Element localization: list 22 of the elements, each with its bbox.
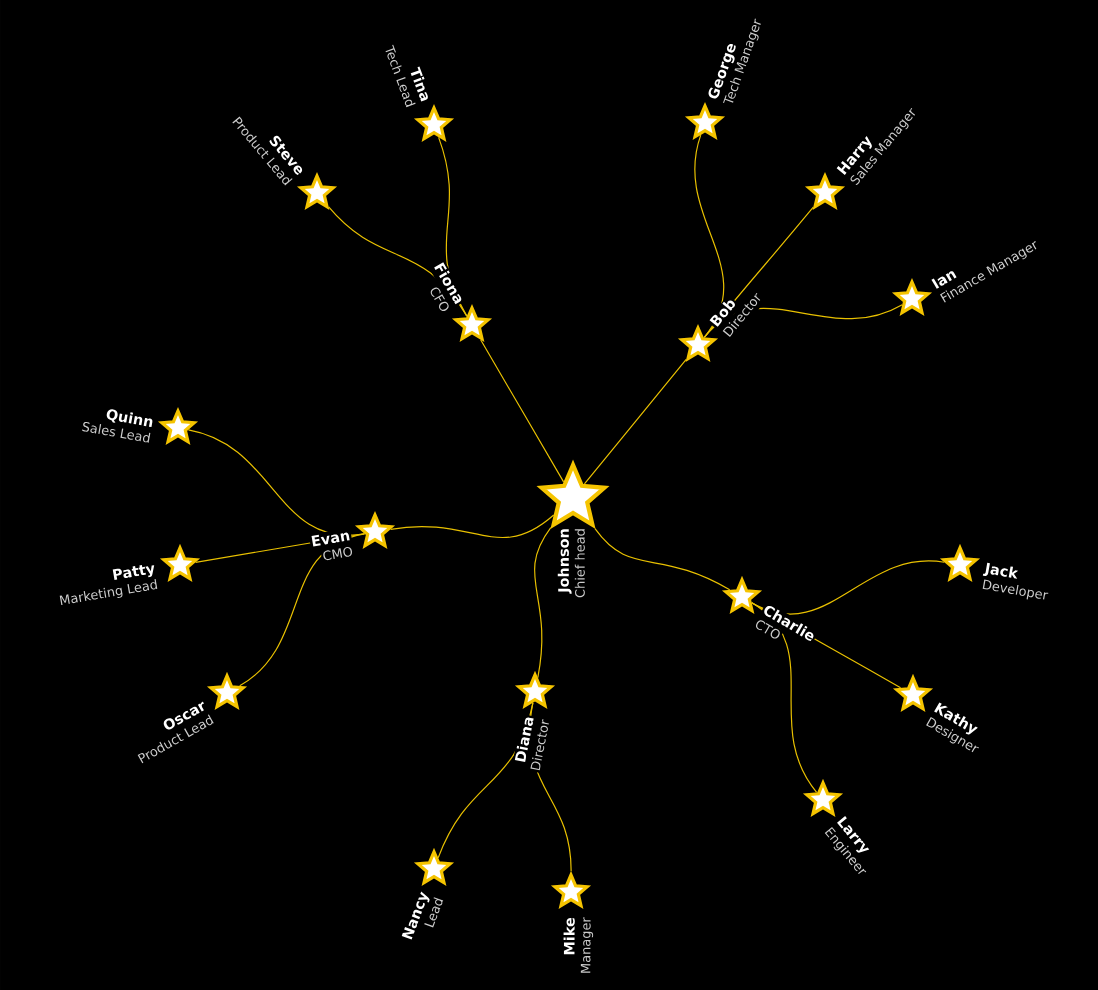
connector-line	[751, 602, 818, 793]
connector-line	[437, 702, 534, 859]
connector-line	[533, 527, 552, 679]
connector-line	[438, 136, 468, 317]
job-title: Developer	[982, 579, 1049, 600]
job-title: Marketing Lead	[59, 579, 158, 606]
person-name: Evan	[311, 532, 350, 547]
connector-line	[703, 304, 903, 338]
connector-line	[390, 514, 555, 539]
connector-line	[583, 358, 687, 485]
job-title: Manager	[580, 917, 594, 973]
job-title: CMO	[323, 546, 353, 561]
connector-line	[594, 528, 731, 591]
connector-line	[751, 560, 945, 615]
person-name: Patty	[112, 564, 155, 580]
person-name: Mike	[563, 917, 575, 955]
connector-line	[480, 339, 565, 483]
connector-line	[328, 206, 468, 317]
job-title: Chief head	[574, 529, 585, 598]
person-name: Jack	[982, 562, 1019, 579]
person-name: Johnson	[557, 529, 572, 594]
connector-line	[187, 429, 366, 536]
